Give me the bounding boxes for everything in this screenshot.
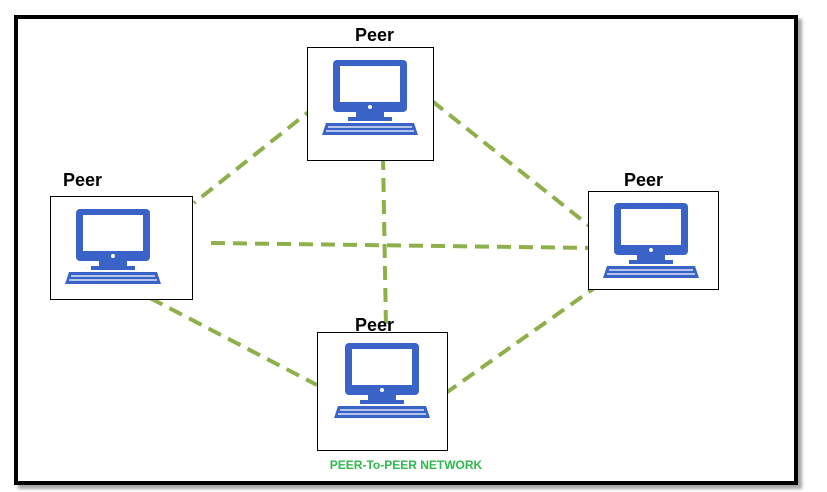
link-top-left (192, 104, 318, 205)
peer-label-left: Peer (63, 170, 103, 190)
peer-label-top: Peer (355, 25, 395, 45)
link-right-bottom (441, 282, 602, 397)
link-left-bottom (149, 296, 318, 387)
link-top-bottom (381, 155, 388, 329)
desktop-computer-icon (603, 203, 699, 278)
desktop-computer-icon (334, 343, 430, 418)
peer-label-right: Peer (624, 170, 664, 190)
desktop-computer-icon (65, 209, 161, 284)
peer-box-left[interactable] (50, 196, 193, 300)
peer-box-bottom[interactable] (317, 332, 448, 451)
link-left-right (210, 241, 595, 250)
peer-label-bottom: Peer (355, 315, 395, 335)
link-top-right (430, 99, 594, 230)
desktop-computer-icon (322, 60, 418, 135)
diagram-caption: PEER-To-PEER NETWORK (329, 458, 483, 472)
peer-box-top[interactable] (307, 47, 434, 161)
peer-box-right[interactable] (588, 191, 719, 290)
